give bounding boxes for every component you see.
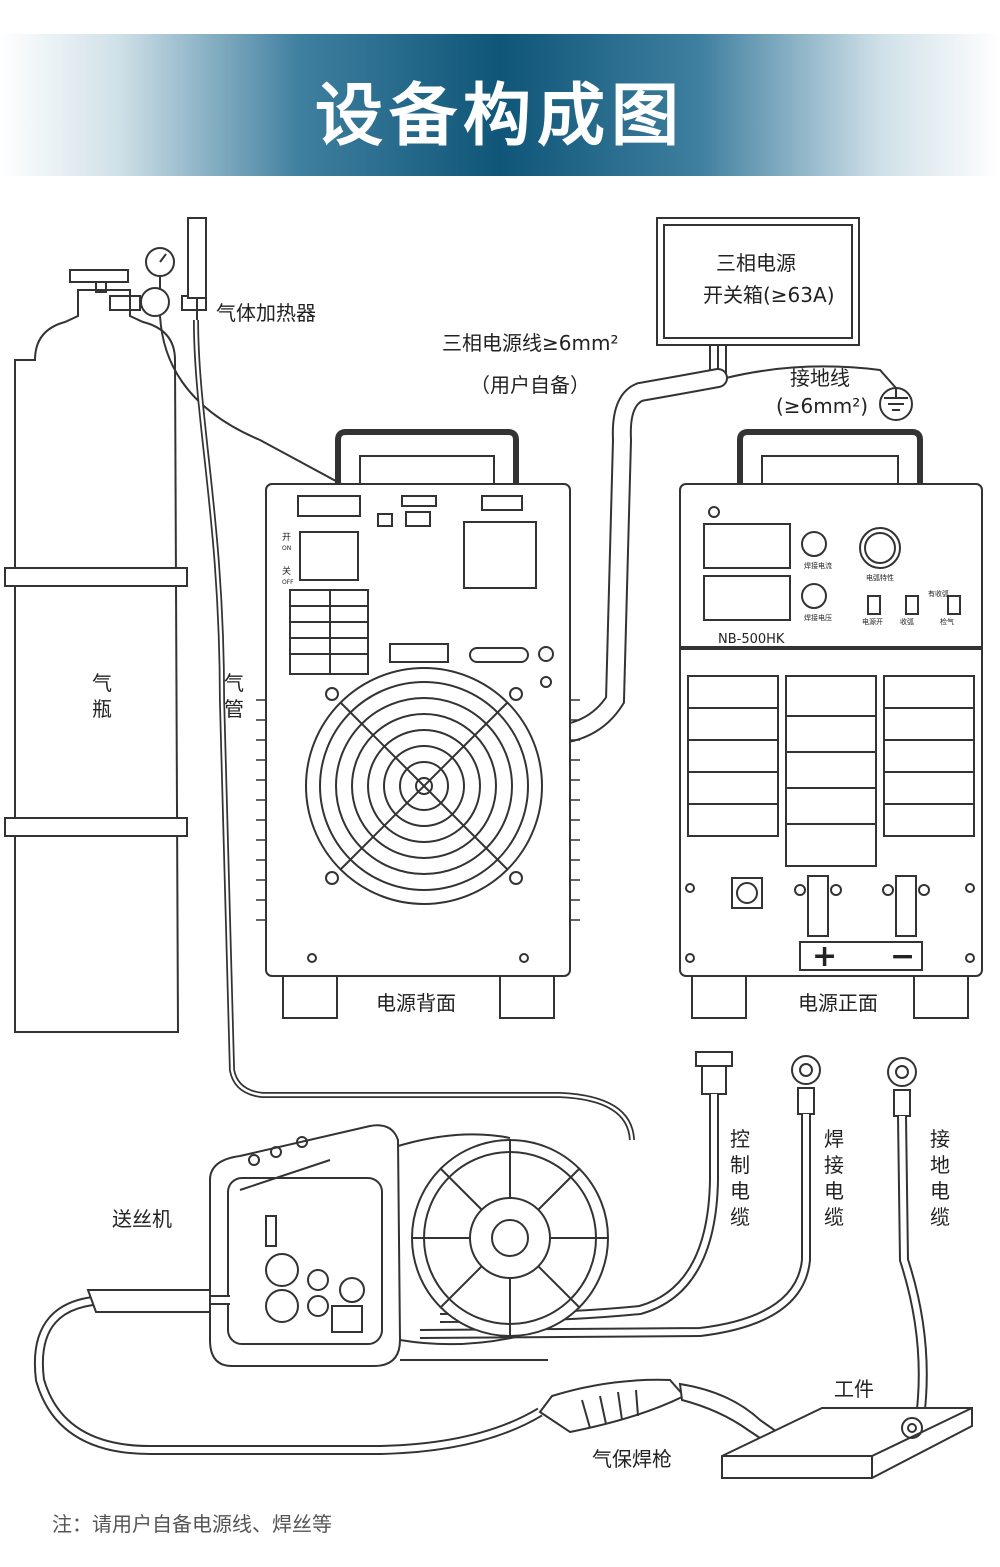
ground-cable-label-1: 接 xyxy=(930,1127,950,1151)
page-title: 设备构成图 xyxy=(314,77,685,156)
switch2-label: 收弧 xyxy=(900,617,914,626)
ground-wire xyxy=(725,365,897,389)
knob1-label: 焊接电流 xyxy=(804,561,832,570)
ground-symbol xyxy=(879,387,913,421)
ground-wire-label-2: (≥6mm²) xyxy=(776,394,868,418)
ground-cable-label-3: 电 xyxy=(930,1179,950,1203)
user-supplied-label: （用户自备） xyxy=(470,373,590,397)
gas-hose-label-2: 管 xyxy=(224,697,244,721)
switch-box-label-2: 开关箱(≥63A) xyxy=(703,283,835,307)
knob2-label: 焊接电压 xyxy=(804,613,832,622)
wire-feeder xyxy=(209,1124,609,1367)
gas-heater-label: 气体加热器 xyxy=(216,301,316,325)
power-source-rear xyxy=(256,429,580,1019)
model-label: NB-500HK xyxy=(718,632,785,647)
ground-cable-label-2: 地 xyxy=(930,1153,950,1177)
switch-off-en: OFF xyxy=(282,579,294,586)
switch1-label: 电源开 xyxy=(862,617,883,626)
gas-cylinder-label-1: 气 xyxy=(92,671,112,695)
negative-terminal: − xyxy=(890,939,915,974)
power-cable-label: 三相电源线≥6mm² xyxy=(442,331,618,355)
knob3-label: 电弧特性 xyxy=(866,573,894,582)
welding-cable-lug xyxy=(791,1055,821,1115)
positive-terminal: + xyxy=(812,939,837,974)
gas-cylinder-label-2: 瓶 xyxy=(92,697,112,721)
torch-connector xyxy=(86,1289,211,1313)
title-banner xyxy=(0,34,1000,176)
switch-off-label: 关 xyxy=(282,565,291,577)
welding-cable-label-4: 缆 xyxy=(824,1205,844,1229)
front-caption: 电源正面 xyxy=(798,991,878,1015)
power-source-front xyxy=(679,429,983,1019)
front-vents xyxy=(687,675,975,867)
control-cable-label-2: 制 xyxy=(730,1153,750,1177)
switch4-label: 有收弧 xyxy=(928,589,949,598)
gas-cylinder: 气 瓶 xyxy=(4,269,188,1033)
wire-feeder-label: 送丝机 xyxy=(112,1207,172,1231)
power-switch-box: 三相电源 开关箱(≥63A) xyxy=(656,217,860,378)
switch-box-label-1: 三相电源 xyxy=(716,251,796,275)
ground-cable-lug xyxy=(887,1057,917,1117)
torch-label: 气保焊枪 xyxy=(592,1447,672,1471)
welding-cable-label-1: 焊 xyxy=(824,1127,844,1151)
welding-cable-label-2: 接 xyxy=(824,1153,844,1177)
control-cable-label-3: 电 xyxy=(730,1179,750,1203)
switch3-label: 检气 xyxy=(940,617,954,626)
workpiece-label: 工件 xyxy=(834,1377,874,1401)
gas-heater xyxy=(187,217,207,320)
control-cable-label-1: 控 xyxy=(730,1127,750,1151)
control-cable-connector xyxy=(695,1051,733,1095)
switch-on-label: 开 xyxy=(282,532,291,543)
ground-wire-label-1: 接地线 xyxy=(790,366,850,390)
switch-on-en: ON xyxy=(282,545,291,552)
heater-wire xyxy=(159,315,409,521)
ground-cable-label-4: 缆 xyxy=(930,1205,950,1229)
gas-hose-label-1: 气 xyxy=(224,671,244,695)
workpiece xyxy=(721,1407,973,1479)
welding-cable-label-3: 电 xyxy=(824,1179,844,1203)
rear-caption: 电源背面 xyxy=(376,991,456,1015)
control-cable-label-4: 缆 xyxy=(730,1205,750,1229)
footnote: 注：请用户自备电源线、焊丝等 xyxy=(52,1512,332,1536)
